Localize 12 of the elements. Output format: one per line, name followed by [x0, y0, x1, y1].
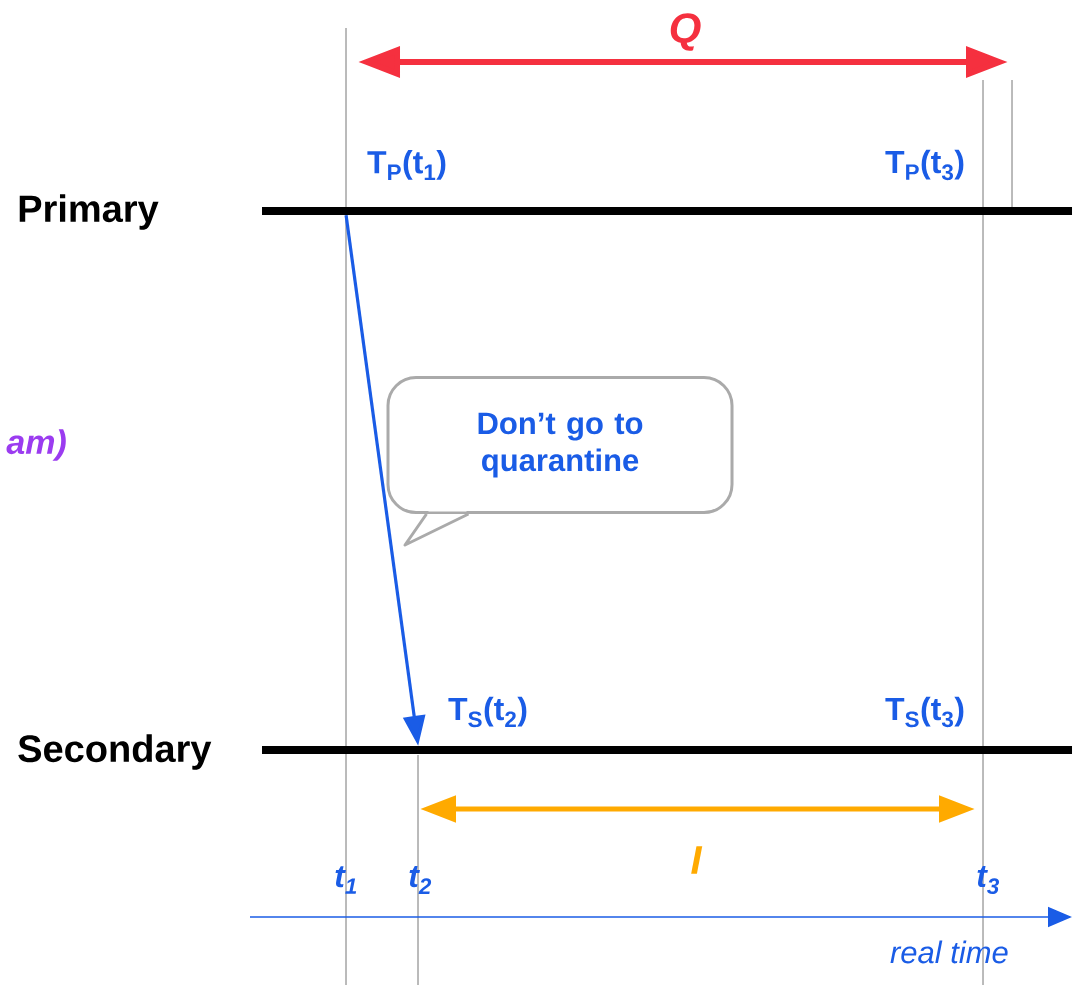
timeline-label: Secondary — [18, 734, 212, 770]
timeline-label: Primary — [19, 194, 159, 230]
axis-label: real time — [890, 940, 1008, 964]
speech-bubble: Don’t go to quarantine — [386, 376, 734, 547]
timeline-bar — [262, 207, 1072, 215]
tick-label: t$_{3}$ — [977, 865, 1000, 895]
tick-label: t$_{1}$ — [335, 866, 357, 894]
timeline-bar — [262, 746, 1072, 754]
dimension-label: Q — [670, 13, 701, 51]
dimension-label: I — [691, 846, 703, 874]
tick-label: t$_{2}$ — [409, 866, 432, 894]
cut-off-label: am) — [6, 429, 66, 461]
